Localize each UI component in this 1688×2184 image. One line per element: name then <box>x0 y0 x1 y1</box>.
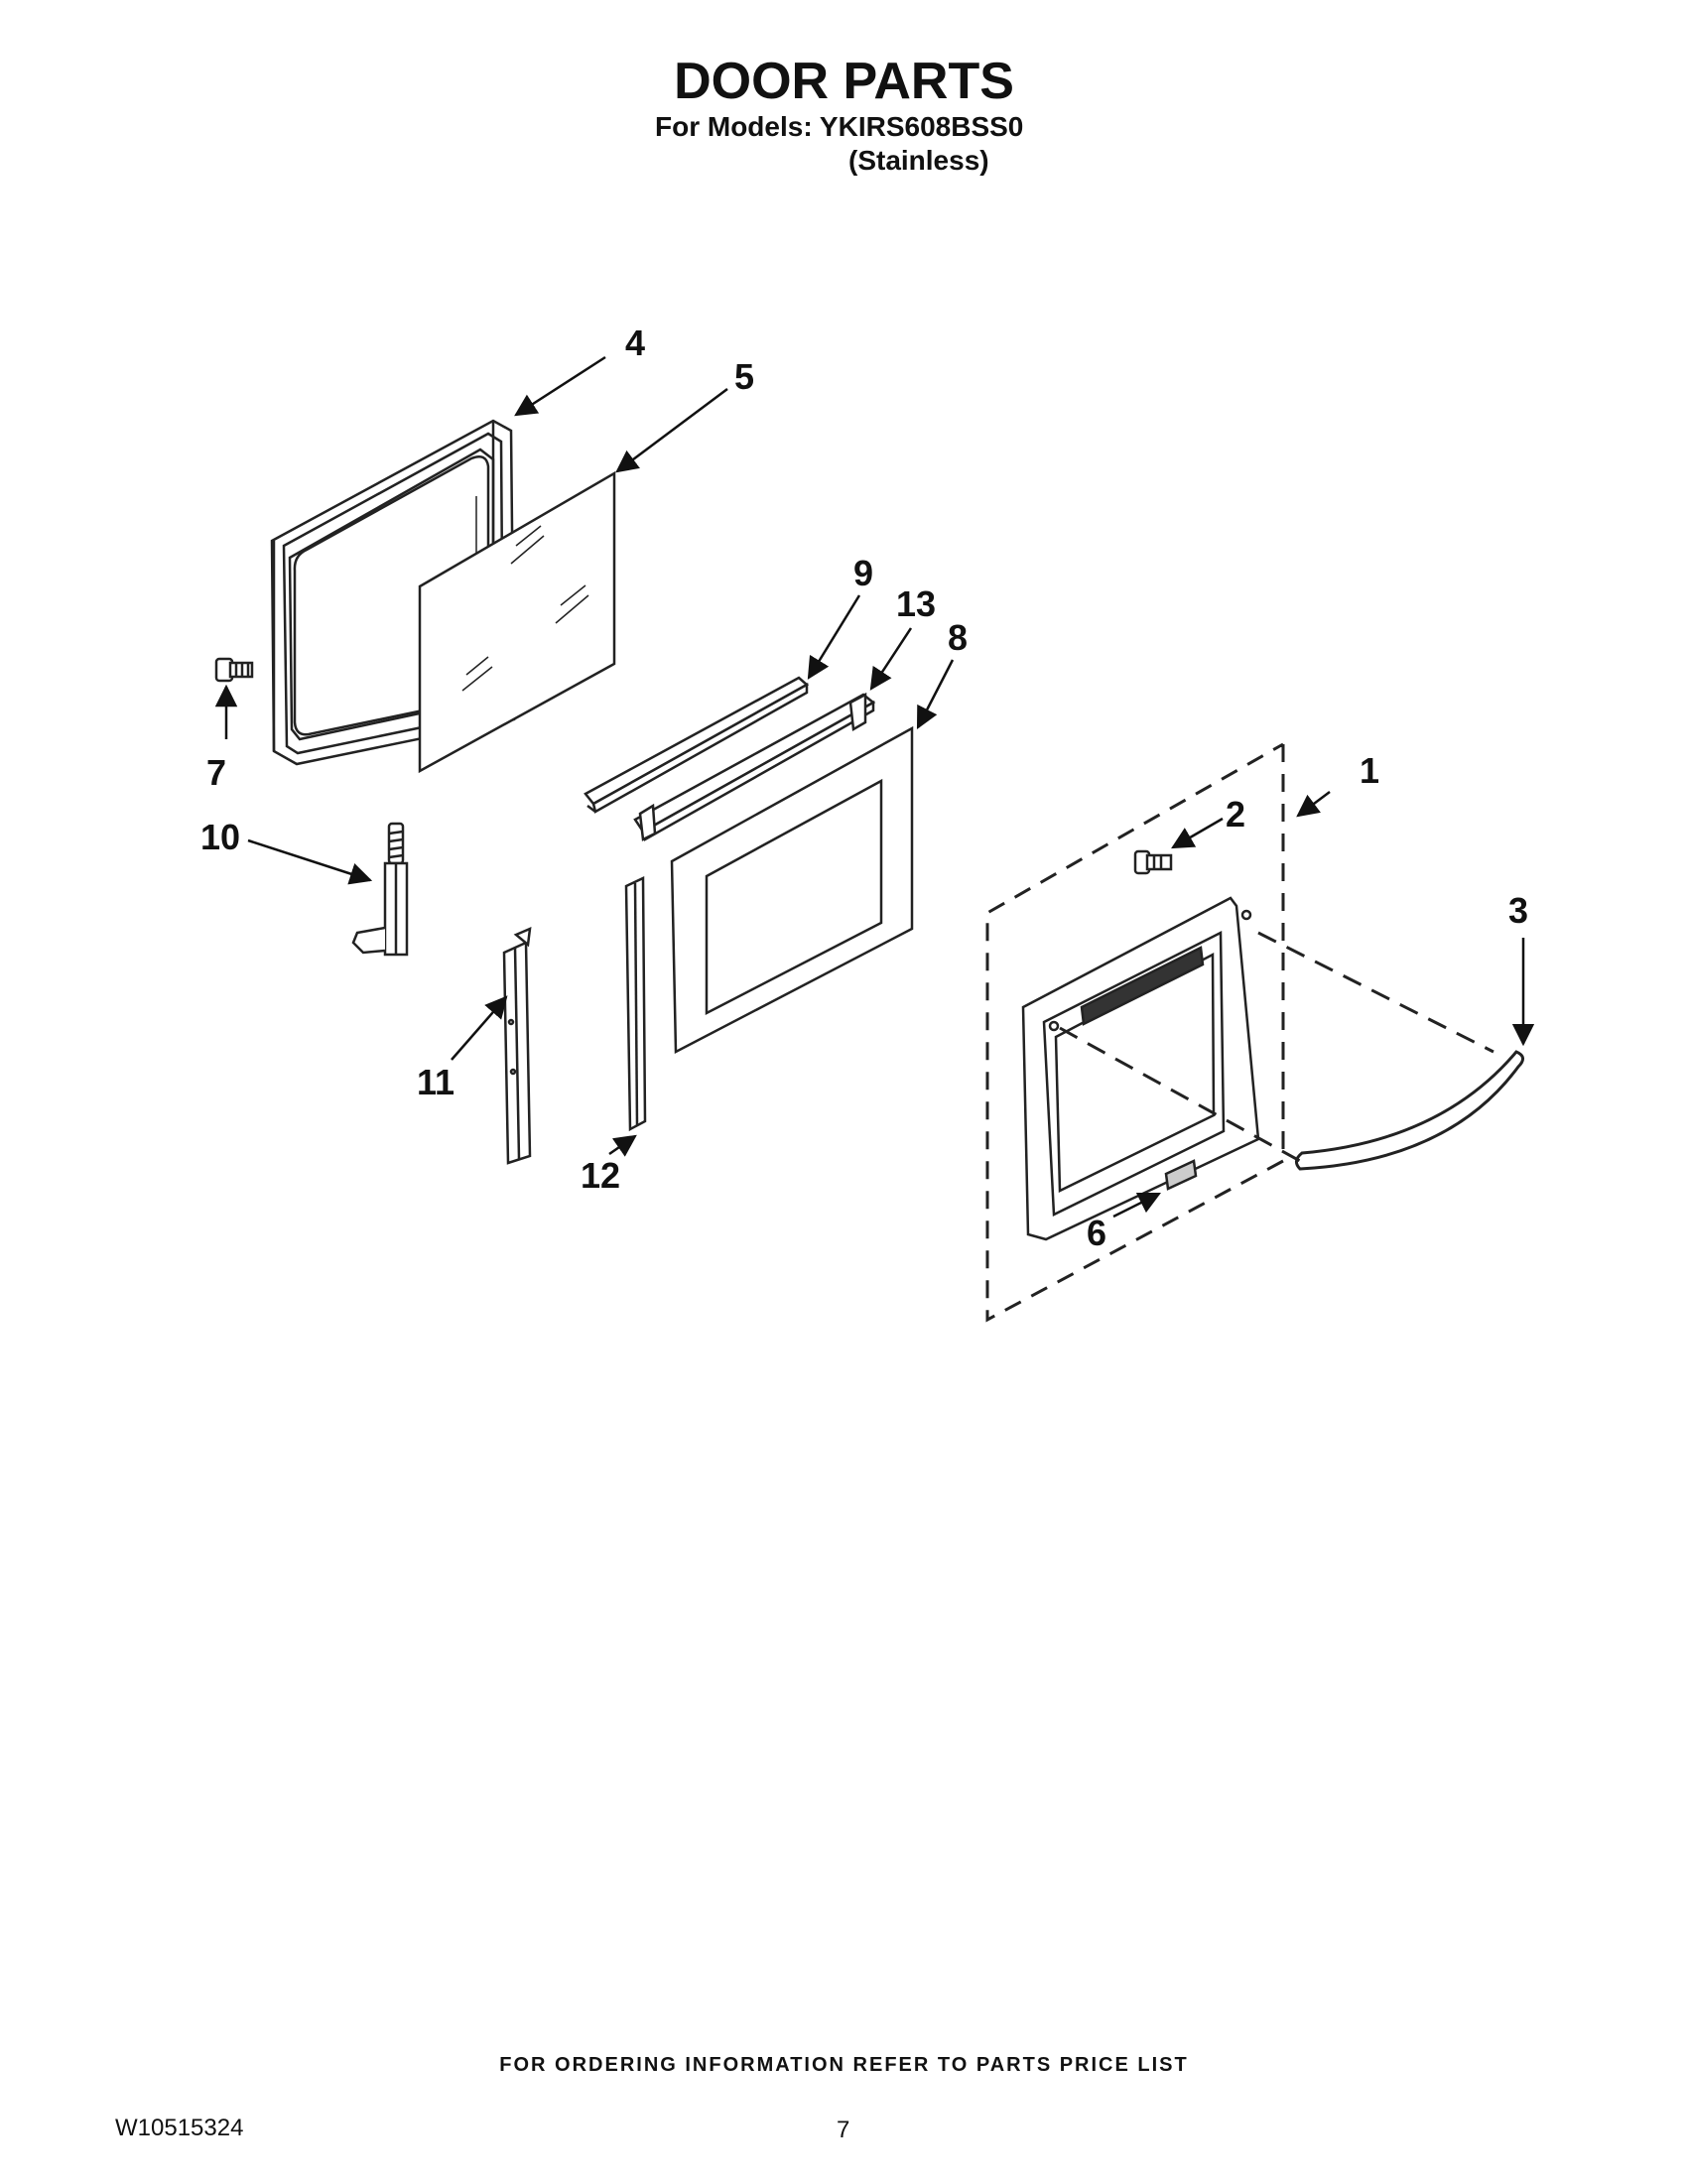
screw-2 <box>1133 849 1173 875</box>
callout-1: 1 <box>1360 750 1379 791</box>
inner-glass-pack <box>670 725 914 1055</box>
callout-6: 6 <box>1087 1213 1106 1253</box>
screw-7 <box>214 657 254 683</box>
vent-baffle <box>633 692 876 841</box>
callout-10: 10 <box>200 817 240 857</box>
callout-2: 2 <box>1226 794 1245 835</box>
callout-11: 11 <box>417 1062 454 1102</box>
callout-9: 9 <box>853 553 873 593</box>
callout-13: 13 <box>896 583 936 624</box>
page-number: 7 <box>837 2117 850 2143</box>
callout-3: 3 <box>1508 890 1528 931</box>
brand-badge <box>1164 1159 1198 1191</box>
outer-door-group-outline <box>985 742 1285 1323</box>
side-trim-12 <box>624 876 647 1132</box>
door-handle <box>1295 1050 1524 1171</box>
callout-7: 7 <box>206 752 226 793</box>
models-line: For Models: YKIRS608BSS0 <box>655 111 1024 142</box>
callout-5: 5 <box>734 356 754 397</box>
door-hinge <box>351 822 409 957</box>
callout-8: 8 <box>948 617 968 658</box>
top-trim-channel <box>584 676 810 814</box>
callout-leaders <box>214 355 1535 1219</box>
callout-4: 4 <box>625 322 645 363</box>
finish-line: (Stainless) <box>848 145 989 176</box>
page-title: DOOR PARTS <box>674 53 1014 110</box>
outer-door-panel <box>1021 896 1260 1241</box>
door-side-bracket <box>502 926 532 1165</box>
assembly-guide-lines <box>1059 931 1494 1163</box>
callout-12: 12 <box>581 1155 620 1196</box>
document-number: W10515324 <box>115 2115 244 2141</box>
ordering-note: FOR ORDERING INFORMATION REFER TO PARTS … <box>499 2054 1189 2076</box>
door-glass-panel <box>418 470 616 774</box>
